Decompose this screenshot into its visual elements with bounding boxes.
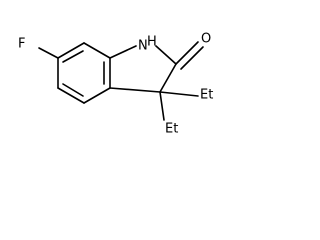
bond-c2-fluorine [38,47,59,59]
bond-c1-c2 [57,42,85,59]
bond-c1-c2-inner [62,50,84,63]
bond-c6-n [109,45,137,59]
bond-carbonyl-2 [180,46,204,70]
bond-n-c2 [155,45,177,65]
benzene-ring [57,42,111,104]
bond-c2-c3 [159,63,177,93]
oxygen-label: O [201,32,211,47]
bond-c3-ethyl-upper [159,91,199,97]
bond-c3-c4 [57,87,85,104]
bond-c4-c5 [83,87,111,104]
bond-c6-c1 [83,42,111,59]
ethyl-upper-label: Et [200,88,213,103]
nitrogen-label: N [138,39,148,54]
structure-diagram: F N H O Et Et [18,32,213,137]
ethyl-lower-label: Et [165,122,178,137]
hydrogen-label: H [147,35,157,50]
pyrrolidinone-ring [109,45,177,93]
bond-c3-ethyl-lower [159,91,165,121]
bond-c3-c4-inner [62,83,84,97]
bond-c3-c5 [109,87,161,93]
fluorine-label: F [18,37,25,52]
bond-carbonyl-1 [175,41,199,65]
